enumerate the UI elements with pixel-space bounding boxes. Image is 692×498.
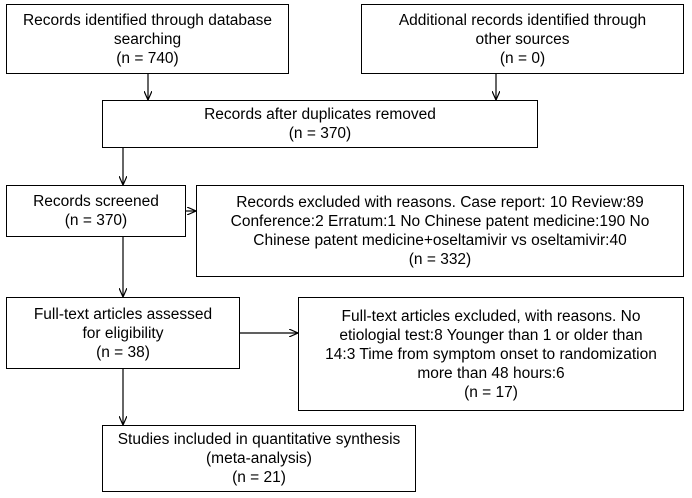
record-count: (n = 21) <box>232 469 286 486</box>
fulltext-excluded-box: Full-text articles excluded, with reason… <box>298 297 684 411</box>
box-text-line: Records after duplicates removed <box>204 106 436 123</box>
studies-included-box: Studies included in quantitative synthes… <box>102 425 416 492</box>
box-text-line: Full-text articles assessed <box>33 305 213 323</box>
box-text-line: for eligibility <box>82 324 164 342</box>
record-count: (n = 740) <box>116 49 179 67</box>
box-text-line: Conference:2 Erratum:1 No Chinese patent… <box>230 213 650 230</box>
records-excluded-box: Records excluded with reasons. Case repo… <box>196 185 684 277</box>
additional-records-box: Additional records identified through ot… <box>361 4 684 74</box>
box-text-line: Records screened <box>33 193 159 210</box>
box-text-line: (meta-analysis) <box>206 450 312 467</box>
record-count: (n = 0) <box>499 49 546 67</box>
records-screened-box: Records screened (n = 370) <box>6 185 186 237</box>
fulltext-assessed-box: Full-text articles assessed for eligibil… <box>6 297 240 369</box>
box-text-line: Chinese patent medicine+oseltamivir vs o… <box>253 232 627 249</box>
box-text-line: more than 48 hours:6 <box>417 364 565 382</box>
box-text-line: etiologial test:8 Younger than 1 or olde… <box>339 326 643 344</box>
records-identified-database-box: Records identified through database sear… <box>6 4 289 74</box>
box-text-line: Full-text articles excluded, with reason… <box>341 307 641 325</box>
records-after-duplicates-box: Records after duplicates removed (n = 37… <box>102 100 538 148</box>
box-text-line: other sources <box>475 30 570 48</box>
record-count: (n = 370) <box>288 125 352 142</box>
record-count: (n = 38) <box>96 343 150 361</box>
record-count: (n = 332) <box>408 251 472 268</box>
box-text-line: searching <box>113 30 182 48</box>
record-count: (n = 17) <box>464 383 518 401</box>
box-text-line: 14:3 Time from symptom onset to randomiz… <box>325 345 657 363</box>
box-text-line: Records identified through database <box>22 11 273 29</box>
box-text-line: Additional records identified through <box>398 11 647 29</box>
record-count: (n = 370) <box>64 212 128 229</box>
box-text-line: Records excluded with reasons. Case repo… <box>236 194 644 211</box>
box-text-line: Studies included in quantitative synthes… <box>117 431 401 448</box>
